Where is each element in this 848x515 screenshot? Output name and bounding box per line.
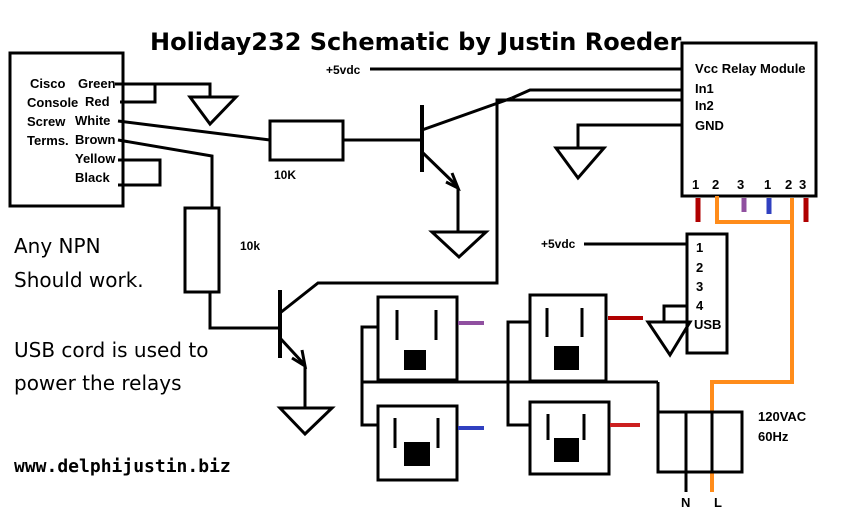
usb-connector-box [685, 232, 729, 355]
console-label-line-4: Terms. [27, 133, 69, 148]
brown-wire-path [117, 138, 280, 330]
resistor-10k-2 [183, 206, 221, 294]
mains-plug [656, 382, 744, 492]
in1-wire [511, 88, 682, 100]
website-url: www.delphijustin.biz [14, 456, 231, 477]
ground-symbol-usb [645, 320, 693, 358]
relay-terminal-2b: 2 [785, 177, 792, 192]
usb-pin-3: 3 [696, 279, 703, 294]
yellow-black-loop [118, 158, 162, 187]
white-wire-path [117, 119, 422, 162]
outlet-1 [376, 295, 484, 382]
supply-usb-label: +5vdc [541, 237, 576, 251]
relay-terminal-3b: 3 [799, 177, 806, 192]
ground-symbol-relay [553, 146, 608, 181]
ground-symbol-t1 [428, 230, 490, 260]
npn-transistor-2 [276, 98, 682, 437]
mains-neutral-label: N [681, 495, 690, 510]
resistor-10k-1 [268, 119, 345, 162]
relay-gnd-wire [576, 123, 682, 148]
wire-label-green: Green [78, 76, 116, 91]
resistor-2-label: 10k [240, 239, 260, 253]
wire-label-black: Black [75, 170, 110, 185]
relay-pin-in1: In1 [695, 81, 714, 96]
mains-voltage-label: 120VAC [758, 409, 807, 424]
relay-terminal-3a: 3 [737, 177, 744, 192]
wire-label-brown: Brown [75, 132, 116, 147]
relay-module-box [680, 41, 818, 198]
schematic-title: Holiday232 Schematic by Justin Roeder [150, 28, 681, 56]
usb-gnd-wire [662, 304, 687, 322]
mains-frequency-label: 60Hz [758, 429, 789, 444]
outlet-3 [376, 404, 484, 482]
note-npn-line-2: Should work. [14, 268, 144, 292]
console-terminal-box [8, 51, 125, 208]
outlet-4 [528, 400, 640, 476]
console-label-line-2: Console [27, 95, 78, 110]
relay-terminal-1a: 1 [692, 177, 699, 192]
usb-pin-2: 2 [696, 260, 703, 275]
relay-terminal-1b: 1 [764, 177, 771, 192]
usb-pin-1: 1 [696, 240, 703, 255]
note-npn-line-1: Any NPN [14, 234, 101, 258]
green-red-ground-wiring [115, 82, 240, 127]
ground-symbol-t2 [276, 406, 336, 437]
usb-pin-4: 4 [696, 298, 704, 313]
relay-terminal-2a: 2 [712, 177, 719, 192]
relay-pin-vcc: Vcc Relay Module [695, 61, 806, 76]
relay-pin-gnd: GND [695, 118, 724, 133]
mains-line-label: L [714, 495, 722, 510]
console-label-line-1: Cisco [30, 76, 65, 91]
outlet-2 [528, 293, 643, 383]
console-label-line-3: Screw [27, 114, 66, 129]
note-usb-line-2: power the relays [14, 371, 182, 395]
resistor-1-label: 10K [274, 168, 296, 182]
wire-label-red: Red [85, 94, 110, 109]
usb-label: USB [694, 317, 721, 332]
npn-transistor-1 [420, 96, 513, 260]
relay-pin-in2: In2 [695, 98, 714, 113]
outlet-neutral-bus [360, 320, 658, 427]
wire-label-yellow: Yellow [75, 151, 116, 166]
note-usb-line-1: USB cord is used to [14, 338, 208, 362]
wire-label-white: White [75, 113, 110, 128]
supply-top-label: +5vdc [326, 63, 361, 77]
